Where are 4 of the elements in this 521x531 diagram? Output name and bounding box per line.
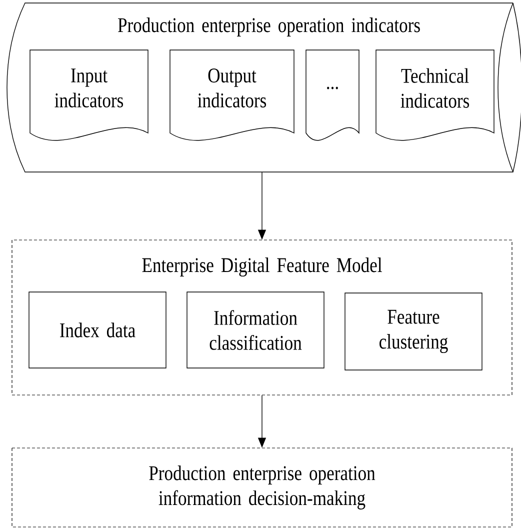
process-box: Feature clustering (344, 292, 482, 370)
process-box: Information classification (186, 292, 324, 368)
dashed-group-box: Production enterprise operation information decision-making (12, 448, 512, 528)
process-box: Index data (28, 292, 166, 368)
